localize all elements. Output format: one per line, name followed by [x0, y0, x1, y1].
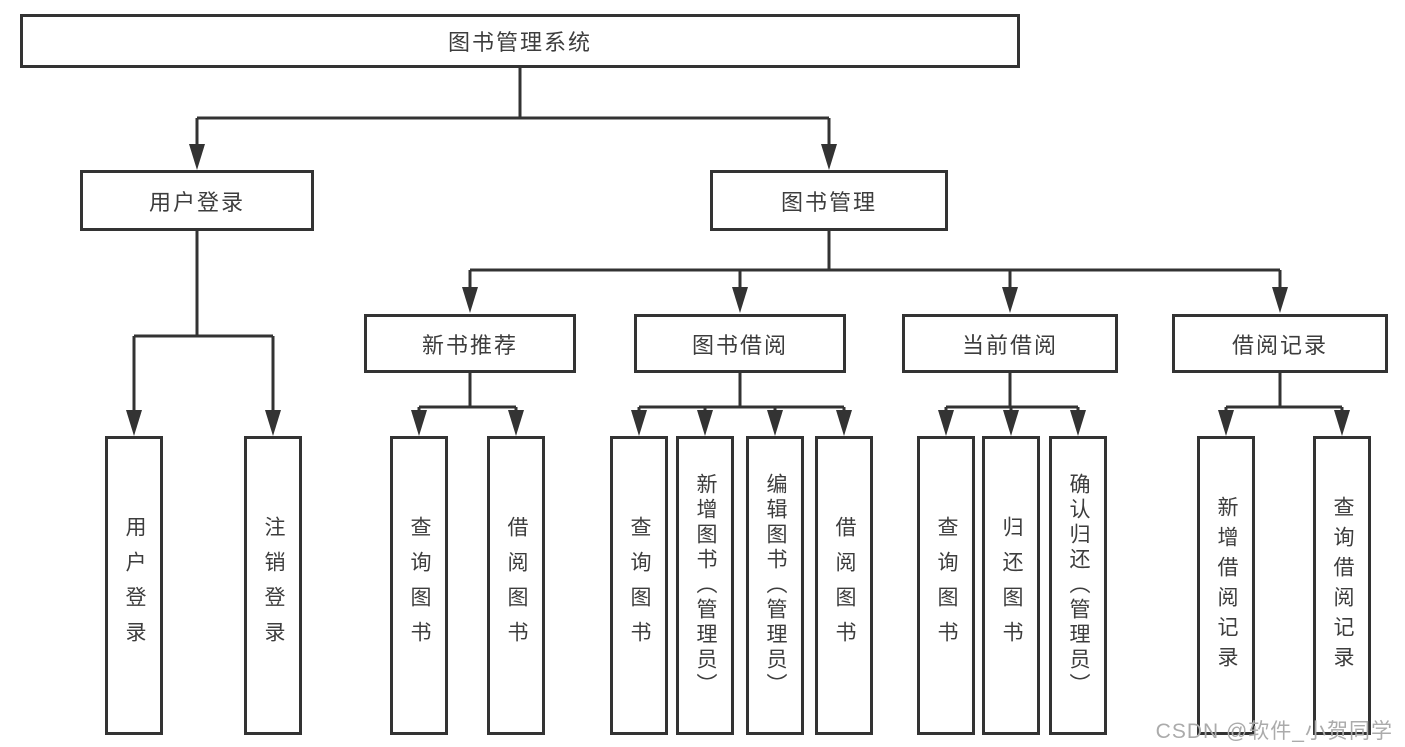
node-library-system: 图书管理系统 [20, 14, 1020, 68]
node-book-management-label: 图书管理 [780, 189, 877, 215]
node-user-login: 用户登录 [80, 170, 314, 231]
edge-user-login-to-leaves [126, 231, 281, 436]
arrowhead-icon [462, 287, 478, 313]
leaf-recommend-query-books: 查询图书 [390, 436, 448, 735]
node-book-management: 图书管理 [710, 170, 948, 231]
edge-root-to-level2 [189, 68, 837, 170]
leaf-borrow-books-label: 借阅图书 [833, 515, 856, 656]
leaf-edit-books-admin: 编辑图书（管理员） [746, 436, 804, 735]
node-borrow-records-label: 借阅记录 [1231, 332, 1328, 358]
leaf-add-borrow-record: 新增借阅记录 [1197, 436, 1255, 735]
leaf-recommend-query-books-label: 查询图书 [408, 515, 431, 656]
leaf-confirm-return-admin: 确认归还（管理员） [1049, 436, 1107, 735]
node-current-borrow: 当前借阅 [902, 314, 1118, 373]
arrowhead-icon [1334, 410, 1350, 436]
node-borrow-records: 借阅记录 [1172, 314, 1388, 373]
arrowhead-icon [508, 410, 524, 436]
leaf-confirm-return-admin-label: 确认归还（管理员） [1067, 473, 1090, 698]
leaf-edit-books-admin-label: 编辑图书（管理员） [764, 473, 787, 698]
leaf-current-query-books: 查询图书 [917, 436, 975, 735]
leaf-return-books: 归还图书 [982, 436, 1040, 735]
leaf-borrow-query-books-label: 查询图书 [628, 515, 651, 656]
node-book-borrow-label: 图书借阅 [691, 332, 788, 358]
arrowhead-icon [1218, 410, 1234, 436]
leaf-user-login: 用户登录 [105, 436, 163, 735]
node-user-login-label: 用户登录 [148, 189, 245, 215]
arrowhead-icon [1003, 410, 1019, 436]
csdn-watermark: CSDN @软件_小贺同学 [1155, 720, 1393, 743]
leaf-add-books-admin: 新增图书（管理员） [676, 436, 734, 735]
arrowhead-icon [411, 410, 427, 436]
arrowhead-icon [1070, 410, 1086, 436]
leaf-return-books-label: 归还图书 [1000, 515, 1023, 656]
leaf-add-borrow-record-label: 新增借阅记录 [1215, 495, 1238, 676]
leaf-add-books-admin-label: 新增图书（管理员） [694, 473, 717, 698]
arrowhead-icon [836, 410, 852, 436]
leaf-recommend-borrow-books: 借阅图书 [487, 436, 545, 735]
node-library-system-label: 图书管理系统 [447, 30, 592, 55]
leaf-borrow-query-books: 查询图书 [610, 436, 668, 735]
arrowhead-icon [821, 144, 837, 170]
edge-book-management-to-level3 [462, 231, 1288, 313]
node-book-borrow: 图书借阅 [634, 314, 846, 373]
leaf-query-borrow-record-label: 查询借阅记录 [1331, 495, 1354, 676]
arrowhead-icon [189, 144, 205, 170]
arrowhead-icon [631, 410, 647, 436]
arrowhead-icon [265, 410, 281, 436]
leaf-user-login-label: 用户登录 [123, 515, 146, 656]
edge-new-book-recommend-to-leaves [411, 373, 524, 436]
arrowhead-icon [732, 287, 748, 313]
leaf-query-borrow-record: 查询借阅记录 [1313, 436, 1371, 735]
node-new-book-recommend-label: 新书推荐 [421, 332, 518, 358]
arrowhead-icon [126, 410, 142, 436]
arrowhead-icon [767, 410, 783, 436]
node-new-book-recommend: 新书推荐 [364, 314, 576, 373]
arrowhead-icon [697, 410, 713, 436]
edge-book-borrow-to-leaves [631, 373, 852, 436]
edge-current-borrow-to-leaves [938, 373, 1086, 436]
node-current-borrow-label: 当前借阅 [961, 332, 1058, 358]
leaf-recommend-borrow-books-label: 借阅图书 [505, 515, 528, 656]
edge-borrow-records-to-leaves [1218, 373, 1350, 436]
leaf-current-query-books-label: 查询图书 [935, 515, 958, 656]
leaf-logout: 注销登录 [244, 436, 302, 735]
leaf-borrow-books: 借阅图书 [815, 436, 873, 735]
leaf-logout-label: 注销登录 [262, 515, 285, 656]
arrowhead-icon [1002, 287, 1018, 313]
arrowhead-icon [1272, 287, 1288, 313]
arrowhead-icon [938, 410, 954, 436]
